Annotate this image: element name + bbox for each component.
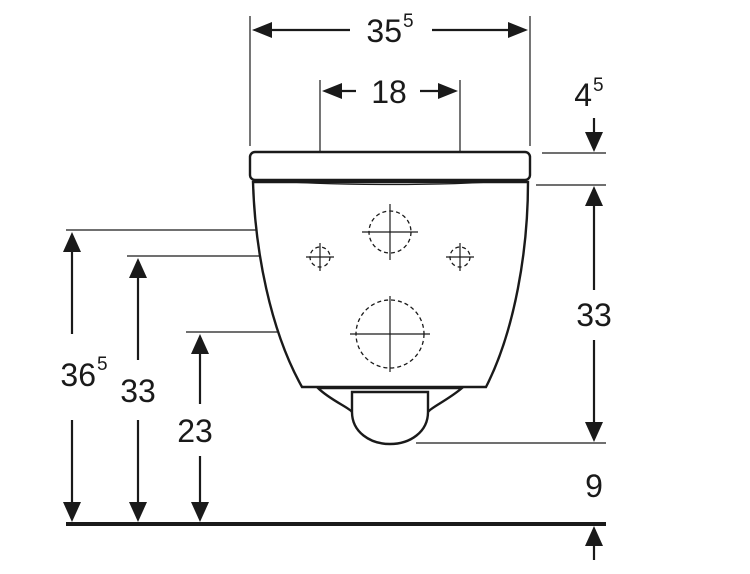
upper-hole-height-superscript: 5 <box>97 354 108 375</box>
upper-hole-height-dimension: 36 5 <box>60 232 108 522</box>
right-fixing-hole <box>446 243 474 271</box>
bowl-height-label: 33 <box>576 297 612 333</box>
drain-height-dimension: 23 <box>177 334 213 522</box>
seat-thickness-dimension: 4 5 <box>574 75 604 560</box>
drain-height-label: 23 <box>177 413 213 449</box>
fixing-spacing-label: 18 <box>371 74 407 110</box>
toilet-outline <box>248 150 532 446</box>
fixing-height-dimension: 33 <box>120 258 156 522</box>
hole-markers <box>306 204 474 372</box>
upper-hole <box>362 204 418 260</box>
seat-thickness-superscript: 5 <box>593 75 604 96</box>
overall-width-label: 35 <box>366 13 402 49</box>
seat-thickness-label: 4 <box>574 77 592 113</box>
overall-width-superscript: 5 <box>403 11 414 32</box>
bowl-height-dimension: 33 <box>576 186 612 442</box>
fixing-height-label: 33 <box>120 373 156 409</box>
drain-hole <box>350 296 430 372</box>
left-fixing-hole <box>306 243 334 271</box>
overall-width-dimension: 35 5 <box>252 11 528 49</box>
toilet-seat <box>248 150 532 182</box>
upper-hole-height-label: 36 <box>60 357 96 393</box>
fixing-spacing-dimension: 18 <box>322 74 458 110</box>
bottom-gap-label: 9 <box>585 468 603 504</box>
